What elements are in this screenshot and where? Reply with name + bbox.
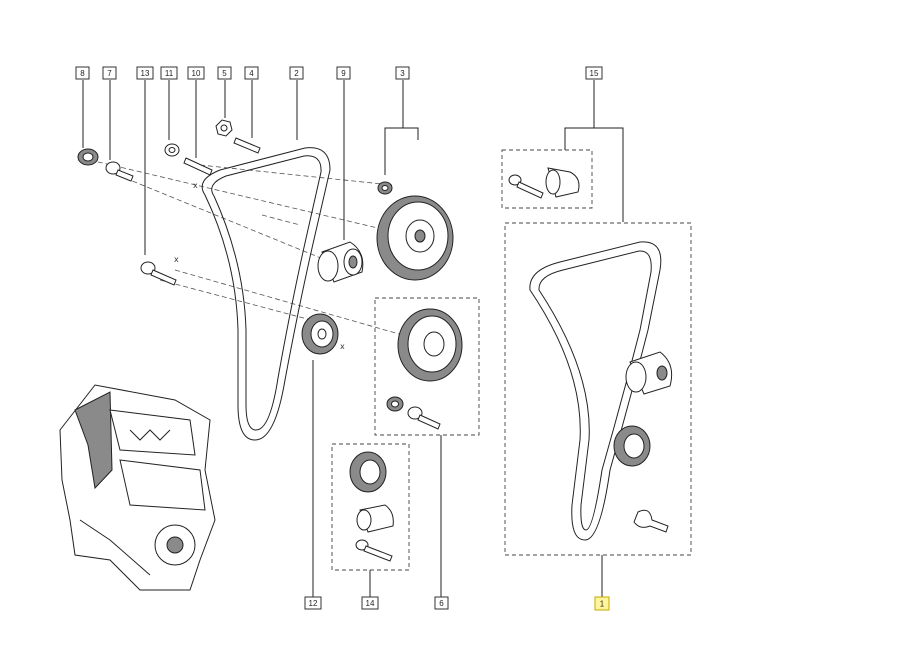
callout-9[interactable]: 9 [336,66,351,80]
svg-text:13: 13 [141,69,150,78]
callout-7[interactable]: 7 [102,66,117,80]
callout-3[interactable]: 3 [395,66,410,80]
svg-text:7: 7 [107,69,112,78]
svg-text:14: 14 [366,599,375,608]
callout-5[interactable]: 5 [217,66,232,80]
svg-text:1: 1 [600,600,605,609]
svg-text:8: 8 [80,69,85,78]
group-box-1-kit [504,222,692,556]
callout-12[interactable]: 12 [304,596,322,610]
kit-1-parts [529,241,673,541]
idler-pulley-9 [317,241,364,283]
sprocket-6 [386,308,463,430]
svg-text:12: 12 [309,599,318,608]
svg-text:11: 11 [165,69,174,78]
callout-11[interactable]: 11 [160,66,178,80]
callout-2[interactable]: 2 [289,66,304,80]
engine-thumbnail [59,384,216,591]
camshaft-sprocket-3 [376,181,454,281]
svg-text:9: 9 [341,69,346,78]
stud-4 [233,137,261,154]
callout-4[interactable]: 4 [244,66,259,80]
alignment-lines [89,159,421,341]
svg-text:15: 15 [590,69,599,78]
timing-belt-2 [201,147,331,441]
svg-text:4: 4 [249,69,254,78]
callout-14[interactable]: 14 [361,596,379,610]
callout-15[interactable]: 15 [585,66,603,80]
svg-text:6: 6 [439,599,444,608]
svg-text:3: 3 [400,69,405,78]
callout-6[interactable]: 6 [434,596,449,610]
callout-1[interactable]: 1 [594,596,610,611]
nut-5 [215,119,233,137]
svg-text:2: 2 [294,69,299,78]
group-box-6 [374,297,480,436]
group-box-14 [331,443,410,571]
kit-14-parts [349,451,394,562]
stud-10 [183,157,213,176]
callout-10[interactable]: 10 [187,66,205,80]
svg-text:5: 5 [222,69,227,78]
leader-lines [82,80,624,597]
x-mark: x [174,255,179,264]
x-mark: x [193,181,198,190]
x-mark: x [340,342,345,351]
tensioner-roller-12 [301,313,339,355]
group-box-15-small [501,149,593,209]
bolt-7 [105,161,134,182]
seal-ring-8 [77,148,99,166]
callout-13[interactable]: 13 [136,66,154,80]
washer-11 [164,143,180,157]
svg-text:10: 10 [192,69,201,78]
callout-8[interactable]: 8 [75,66,90,80]
kit-15-small-parts [508,167,580,199]
callouts: 8 7 13 11 10 5 4 2 9 3 15 12 14 6 1 [75,66,610,611]
x-markers: x x x [174,181,345,351]
bolt-13 [140,261,177,286]
